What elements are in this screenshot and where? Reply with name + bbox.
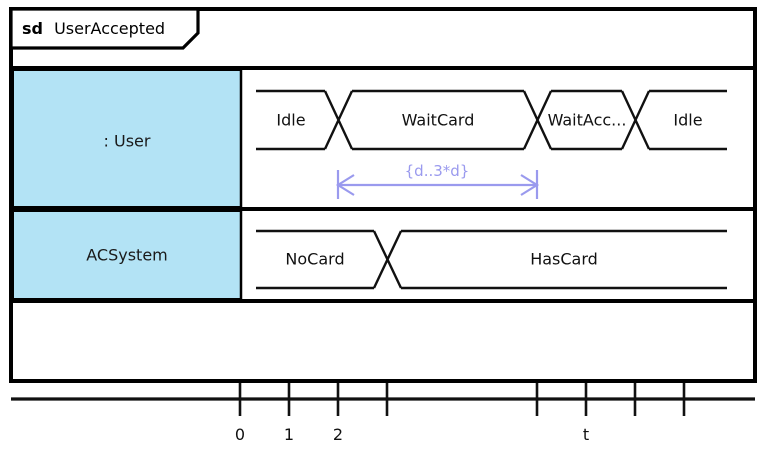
waveform-acsystem: NoCard HasCard [256,229,727,290]
transition-user-3 [620,90,651,150]
state-label-acsystem-nocard: NoCard [285,250,344,269]
time-axis: 0 1 2 t [11,383,755,444]
frame-title: sd UserAccepted [22,19,165,38]
waveform-user: Idle WaitCard WaitAcc... Idle [256,89,727,151]
time-axis-label-0: 0 [235,425,245,444]
duration-constraint-label: {d..3*d} [405,162,470,180]
transition-acsystem-1 [372,230,403,289]
lifeline-label-user: : User [104,132,151,151]
duration-arrowhead-right [520,174,540,196]
state-band-user-idle-2 [649,89,727,151]
lifeline-label-acsystem: ACSystem [86,246,168,265]
time-axis-label-t: t [583,425,589,444]
diagram-frame [9,7,757,383]
state-label-user-idle-1: Idle [276,111,305,130]
lifeline-cell-user [12,69,242,208]
state-label-acsystem-hascard: HasCard [530,250,598,269]
state-label-user-idle-2: Idle [673,111,702,130]
transition-user-2 [522,90,553,150]
state-band-acsystem-nocard [256,229,374,290]
lifeline-cell-acsystem [12,210,242,300]
transition-user-1 [323,90,354,150]
frame-keyword: sd [22,19,43,38]
time-axis-label-1: 1 [284,425,294,444]
frame-name-tab [9,7,200,50]
time-axis-label-2: 2 [333,425,343,444]
state-band-user-waitcard [352,89,524,151]
state-band-acsystem-hascard [401,229,727,290]
state-label-user-waitcard: WaitCard [402,111,475,130]
state-band-user-idle-1 [256,89,325,151]
state-band-user-waitacc [551,89,622,151]
duration-constraint [335,170,540,199]
state-label-user-waitacc: WaitAcc... [548,111,627,130]
frame-name: UserAccepted [54,19,165,38]
duration-arrowhead-left [335,174,355,196]
